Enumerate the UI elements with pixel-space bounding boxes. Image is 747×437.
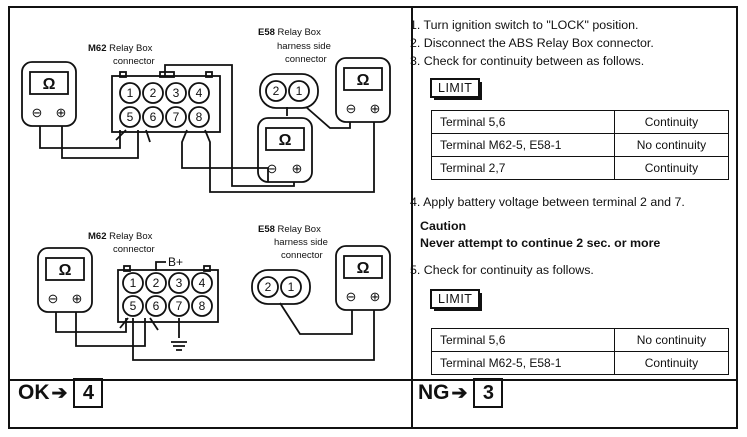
top-e58-label-line2: harness side [277, 41, 331, 52]
top-right-ohm-symbol: Ω [357, 72, 370, 89]
bottom-m62-pin: 7 [176, 299, 183, 313]
wiring-diagrams: M62 Relay Box connector E58 Relay Box ha… [21, 27, 391, 361]
terminal-cell: Terminal M62-5, E58-1 [431, 133, 615, 157]
step-2: 2. Disconnect the ABS Relay Box connecto… [410, 36, 654, 50]
result-cell: Continuity [613, 351, 730, 375]
bottom-m62-label: M62 Relay Box [88, 231, 153, 242]
bottom-e58-pin: 2 [265, 280, 272, 294]
bottom-m62-pin: 3 [176, 276, 183, 290]
top-m62-pin: 5 [127, 110, 134, 124]
ok-label: OK [18, 381, 50, 404]
bottom-m62-pin: 1 [130, 276, 137, 290]
top-e58-connector [259, 73, 319, 109]
step-4: 4. Apply battery voltage between termina… [410, 195, 685, 209]
ng-label: NG [418, 381, 450, 404]
bottom-m62-pin: 6 [153, 299, 160, 313]
arrow-right-icon: ➔ [51, 382, 68, 404]
top-m62-connector [111, 71, 221, 133]
top-m62-label: M62 Relay Box [88, 43, 153, 54]
page-frame [8, 6, 738, 429]
table-row: Terminal 2,7 Continuity [431, 156, 730, 180]
top-m62-pin: 2 [150, 86, 157, 100]
step-5: 5. Check for continuity as follows. [410, 263, 594, 277]
result-cell: No continuity [613, 328, 730, 352]
table-row: Terminal M62-5, E58-1 Continuity [431, 351, 730, 375]
bottom-left-ohm-symbol: Ω [59, 262, 72, 279]
caution-title: Caution [420, 219, 467, 233]
result-cell: Continuity [613, 156, 730, 180]
result-cell: No continuity [613, 133, 730, 157]
top-left-ohm-symbol: Ω [43, 76, 56, 93]
top-e58-pin: 2 [273, 84, 280, 98]
table-row: Terminal M62-5, E58-1 No continuity [431, 133, 730, 157]
bottom-m62-pin: 2 [153, 276, 160, 290]
bottom-e58-pin: 1 [288, 280, 295, 294]
limit-label: LIMIT [430, 289, 483, 311]
bottom-m62-connector [117, 265, 219, 323]
caution-text: Never attempt to continue 2 sec. or more [420, 236, 661, 250]
bottom-right-ohm-symbol: Ω [357, 260, 370, 277]
bottom-e58-label: E58 Relay Box [258, 224, 321, 235]
ok-target-step: 4 [73, 378, 104, 408]
continuity-table-1: Terminal 5,6 Continuity Terminal M62-5, … [431, 110, 730, 180]
top-m62-pin: 1 [127, 86, 134, 100]
result-cell: Continuity [613, 110, 730, 134]
top-left-minus-terminal: ⊖ [32, 105, 43, 120]
result-divider [10, 379, 736, 381]
bottom-left-plus-terminal: ⊕ [72, 291, 83, 306]
bottom-m62-pin: 5 [130, 299, 137, 313]
bottom-right-minus-terminal: ⊖ [346, 289, 357, 304]
arrow-right-icon: ➔ [451, 382, 468, 404]
bottom-left-minus-terminal: ⊖ [48, 291, 59, 306]
bottom-right-plus-terminal: ⊕ [370, 289, 381, 304]
ok-outcome: OK ➔ 4 [18, 378, 104, 408]
top-m62-pin: 8 [196, 110, 203, 124]
ng-target-step: 3 [473, 378, 504, 408]
step-3: 3. Check for continuity between as follo… [410, 54, 645, 68]
top-center-ohm-symbol: Ω [279, 132, 292, 149]
ng-outcome: NG ➔ 3 [418, 378, 504, 408]
bottom-m62-pin: 8 [199, 299, 206, 313]
top-m62-label-line2: connector [113, 56, 155, 67]
top-m62-pin: 3 [173, 86, 180, 100]
terminal-cell: Terminal M62-5, E58-1 [431, 351, 615, 375]
battery-positive-label: B+ [168, 255, 183, 269]
column-divider [411, 8, 413, 427]
top-left-plus-terminal: ⊕ [56, 105, 67, 120]
bottom-e58-label-line3: connector [281, 250, 323, 261]
step-1: 1. Turn ignition switch to "LOCK" positi… [410, 18, 639, 32]
bottom-e58-label-line2: harness side [274, 237, 328, 248]
top-e58-label-line3: connector [285, 54, 327, 65]
top-right-plus-terminal: ⊕ [370, 101, 381, 116]
bottom-ohmmeter-left [37, 247, 93, 313]
top-m62-pin: 4 [196, 86, 203, 100]
terminal-cell: Terminal 5,6 [431, 328, 615, 352]
terminal-cell: Terminal 2,7 [431, 156, 615, 180]
top-center-minus-terminal: ⊖ [267, 161, 278, 176]
top-ohmmeter-right [335, 57, 391, 123]
bottom-e58-connector [251, 269, 311, 305]
top-e58-label: E58 Relay Box [258, 27, 321, 38]
table-row: Terminal 5,6 No continuity [431, 328, 730, 352]
bottom-ohmmeter-right [335, 245, 391, 311]
top-ohmmeter-center [257, 117, 313, 183]
table-row: Terminal 5,6 Continuity [431, 110, 730, 134]
top-ohmmeter-left [21, 61, 77, 127]
top-e58-pin: 1 [296, 84, 303, 98]
top-center-plus-terminal: ⊕ [292, 161, 303, 176]
top-m62-pin: 7 [173, 110, 180, 124]
top-right-minus-terminal: ⊖ [346, 101, 357, 116]
bottom-m62-label-line2: connector [113, 244, 155, 255]
continuity-table-2: Terminal 5,6 No continuity Terminal M62-… [431, 328, 730, 375]
bottom-m62-pin: 4 [199, 276, 206, 290]
limit-label: LIMIT [430, 78, 483, 100]
top-m62-pin: 6 [150, 110, 157, 124]
terminal-cell: Terminal 5,6 [431, 110, 615, 134]
